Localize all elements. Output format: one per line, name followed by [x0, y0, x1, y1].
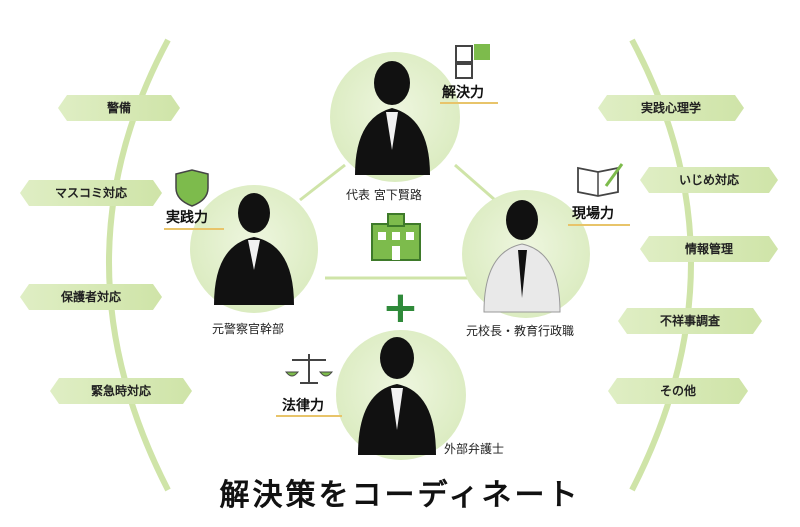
skill-right-underline [568, 224, 630, 226]
left-item-1: 警備 [58, 95, 180, 121]
caption-bottom: 外部弁護士 [444, 442, 505, 456]
right-item-3: 情報管理 [640, 236, 778, 262]
left-item-3: 保護者対応 [20, 284, 162, 310]
skill-bottom-underline [276, 415, 342, 417]
right-item-2: いじめ対応 [640, 167, 778, 193]
skill-left-underline [164, 228, 224, 230]
connector-top-left [299, 163, 346, 202]
skill-left: 実践力 [166, 210, 208, 226]
connector-top-right [454, 163, 496, 202]
skill-right: 現場力 [572, 206, 614, 222]
skill-top: 解決力 [442, 85, 484, 101]
plus-symbol: + [382, 282, 419, 333]
right-item-4: 不祥事調査 [618, 308, 762, 334]
caption-right: 元校長・教育行政職 [466, 324, 575, 338]
skill-top-underline [440, 102, 498, 104]
right-item-5: その他 [608, 378, 748, 404]
caption-left: 元警察官幹部 [212, 322, 285, 336]
skill-bottom: 法律力 [282, 398, 324, 414]
left-item-4: 緊急時対応 [50, 378, 192, 404]
right-item-1: 実践心理学 [598, 95, 744, 121]
page-title: 解決策をコーディネート [219, 478, 581, 513]
left-item-2: マスコミ対応 [20, 180, 162, 206]
caption-top: 代表 宮下賢路 [346, 188, 422, 202]
